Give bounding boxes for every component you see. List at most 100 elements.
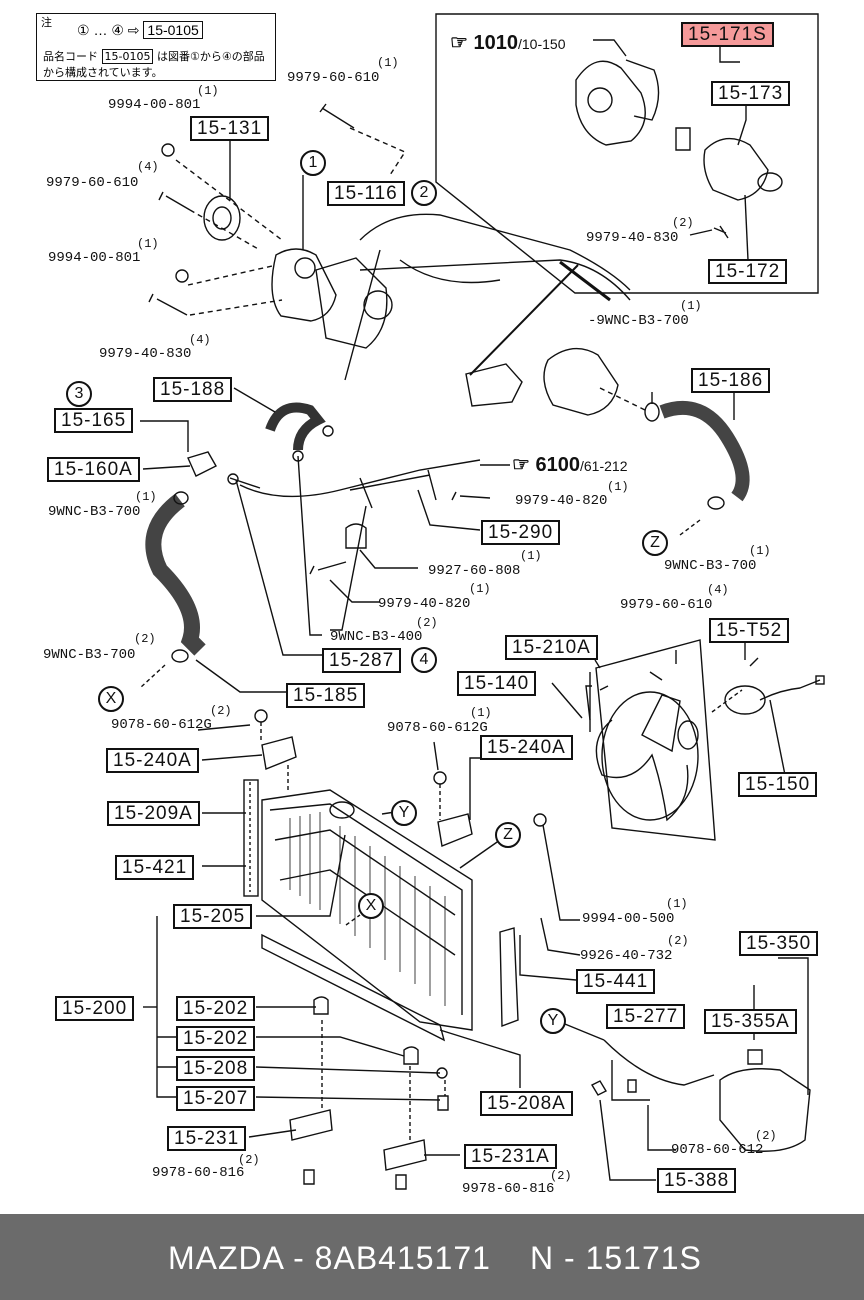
qty-marker: (4) <box>189 333 211 347</box>
part-box-15-173[interactable]: 15-173 <box>711 81 791 106</box>
callout-x-left[interactable]: X <box>98 686 124 712</box>
label-9979-40-830-right: 9979-40-830 <box>586 230 679 246</box>
note-box: 注 ① … ④ ⇨ 15-0105 品名コード 15-0105 は図番①から④の… <box>36 13 276 81</box>
part-box-15-172[interactable]: 15-172 <box>708 259 788 284</box>
part-box-15-210a[interactable]: 15-210A <box>505 635 598 660</box>
qty-marker: (1) <box>680 299 702 313</box>
note-line-2-code: 15-0105 <box>101 49 154 64</box>
part-box-15-277[interactable]: 15-277 <box>606 1004 686 1029</box>
part-box-15-240a-left[interactable]: 15-240A <box>106 748 199 773</box>
label-9994-00-500: 9994-00-500 <box>582 911 675 927</box>
part-box-15-202-a[interactable]: 15-202 <box>176 996 256 1021</box>
qty-marker: (1) <box>135 490 157 504</box>
label-9926-40-732: 9926-40-732 <box>580 948 673 964</box>
part-box-15-140[interactable]: 15-140 <box>457 671 537 696</box>
note-tag: 注 <box>41 16 52 29</box>
part-box-15-441[interactable]: 15-441 <box>576 969 656 994</box>
part-box-15-231[interactable]: 15-231 <box>167 1126 247 1151</box>
label-9979-40-830-left: 9979-40-830 <box>99 346 192 362</box>
label-9wnc-b3-700-top: -9WNC-B3-700 <box>588 313 689 329</box>
part-box-15-185[interactable]: 15-185 <box>286 683 366 708</box>
callout-z-radiator[interactable]: Z <box>495 822 521 848</box>
part-box-15-186[interactable]: 15-186 <box>691 368 771 393</box>
callout-z-upper[interactable]: Z <box>642 530 668 556</box>
part-box-15-355a[interactable]: 15-355A <box>704 1009 797 1034</box>
parts-diagram: 注 ① … ④ ⇨ 15-0105 品名コード 15-0105 は図番①から④の… <box>36 13 825 1197</box>
qty-marker: (1) <box>607 480 629 494</box>
qty-marker: (2) <box>667 934 689 948</box>
footer-diagram-code: N - 15171S <box>530 1240 702 1276</box>
part-box-15-421[interactable]: 15-421 <box>115 855 195 880</box>
part-box-15-202-b[interactable]: 15-202 <box>176 1026 256 1051</box>
part-box-15-209a[interactable]: 15-209A <box>107 801 200 826</box>
callout-2[interactable]: 2 <box>411 180 437 206</box>
part-box-15-287[interactable]: 15-287 <box>322 648 402 673</box>
note-line-2: 品名コード 15-0105 は図番①から④の部品から構成されています。 <box>43 49 265 79</box>
qty-marker: (2) <box>755 1129 777 1143</box>
label-9927-60-808: 9927-60-808 <box>428 563 521 579</box>
part-box-15-350[interactable]: 15-350 <box>739 931 819 956</box>
part-box-15-171s[interactable]: 15-171S <box>681 22 774 47</box>
part-box-15-207[interactable]: 15-207 <box>176 1086 256 1111</box>
part-box-15-t52[interactable]: 15-T52 <box>709 618 790 643</box>
ref-6100[interactable]: ☞ 6100/61-212 <box>512 454 628 476</box>
callout-y-tank[interactable]: Y <box>540 1008 566 1034</box>
label-9078-60-612g-left: 9078-60-612G <box>111 717 212 733</box>
part-box-15-240a-right[interactable]: 15-240A <box>480 735 573 760</box>
label-9wnc-b3-700-left: 9WNC-B3-700 <box>48 504 141 520</box>
qty-marker: (1) <box>197 84 219 98</box>
part-box-15-208a[interactable]: 15-208A <box>480 1091 573 1116</box>
qty-marker: (1) <box>749 544 771 558</box>
qty-marker: (1) <box>520 549 542 563</box>
qty-marker: (2) <box>238 1153 260 1167</box>
label-9wnc-b3-400: 9WNC-B3-400 <box>330 629 423 645</box>
part-box-15-290[interactable]: 15-290 <box>481 520 561 545</box>
part-box-15-388[interactable]: 15-388 <box>657 1168 737 1193</box>
part-box-15-150[interactable]: 15-150 <box>738 772 818 797</box>
label-9978-60-816-left: 9978-60-816 <box>152 1165 245 1181</box>
label-9979-40-820-a: 9979-40-820 <box>515 493 608 509</box>
part-box-15-208[interactable]: 15-208 <box>176 1056 256 1081</box>
qty-marker: (2) <box>134 632 156 646</box>
callout-x-radiator[interactable]: X <box>358 893 384 919</box>
qty-marker: (2) <box>416 616 438 630</box>
label-9wnc-b3-700-right: 9WNC-B3-700 <box>664 558 757 574</box>
label-9978-60-816-right: 9978-60-816 <box>462 1181 555 1197</box>
label-9979-60-610-top: 9979-60-610 <box>287 70 380 86</box>
callout-y-radiator[interactable]: Y <box>391 800 417 826</box>
label-9wnc-b3-700-lower: 9WNC-B3-700 <box>43 647 136 663</box>
part-box-15-231a[interactable]: 15-231A <box>464 1144 557 1169</box>
part-box-15-131[interactable]: 15-131 <box>190 116 270 141</box>
callout-4[interactable]: 4 <box>411 647 437 673</box>
qty-marker: (1) <box>137 237 159 251</box>
label-9994-00-801-left: 9994-00-801 <box>48 250 141 266</box>
diagram-drawing <box>139 13 825 1190</box>
qty-marker: (1) <box>470 706 492 720</box>
ref-1010[interactable]: ☞ 1010/10-150 <box>450 32 566 54</box>
label-9979-60-610-left: 9979-60-610 <box>46 175 139 191</box>
qty-marker: (2) <box>210 704 232 718</box>
note-line-1-code: 15-0105 <box>143 21 203 39</box>
qty-marker: (1) <box>666 897 688 911</box>
label-9979-40-820-b: 9979-40-820 <box>378 596 471 612</box>
part-box-15-116[interactable]: 15-116 <box>327 181 405 206</box>
label-9994-00-801-top: 9994-00-801 <box>108 97 201 113</box>
qty-marker: (1) <box>469 582 491 596</box>
part-box-15-188[interactable]: 15-188 <box>153 377 233 402</box>
qty-marker: (2) <box>672 216 694 230</box>
part-box-15-160a[interactable]: 15-160A <box>47 457 140 482</box>
footer-bar: MAZDA - 8AB415171 N - 15171S <box>0 1214 864 1300</box>
part-box-15-200[interactable]: 15-200 <box>55 996 135 1021</box>
callout-3[interactable]: 3 <box>66 381 92 407</box>
label-9078-60-612: 9078-60-612 <box>671 1142 764 1158</box>
qty-marker: (1) <box>377 56 399 70</box>
callout-1[interactable]: 1 <box>300 150 326 176</box>
footer-part-number: MAZDA - 8AB415171 <box>168 1240 491 1276</box>
qty-marker: (4) <box>137 160 159 174</box>
label-9979-60-610-fan: 9979-60-610 <box>620 597 713 613</box>
part-box-15-165[interactable]: 15-165 <box>54 408 134 433</box>
label-9078-60-612g-right: 9078-60-612G <box>387 720 488 736</box>
qty-marker: (2) <box>550 1169 572 1183</box>
qty-marker: (4) <box>707 583 729 597</box>
part-box-15-205[interactable]: 15-205 <box>173 904 253 929</box>
